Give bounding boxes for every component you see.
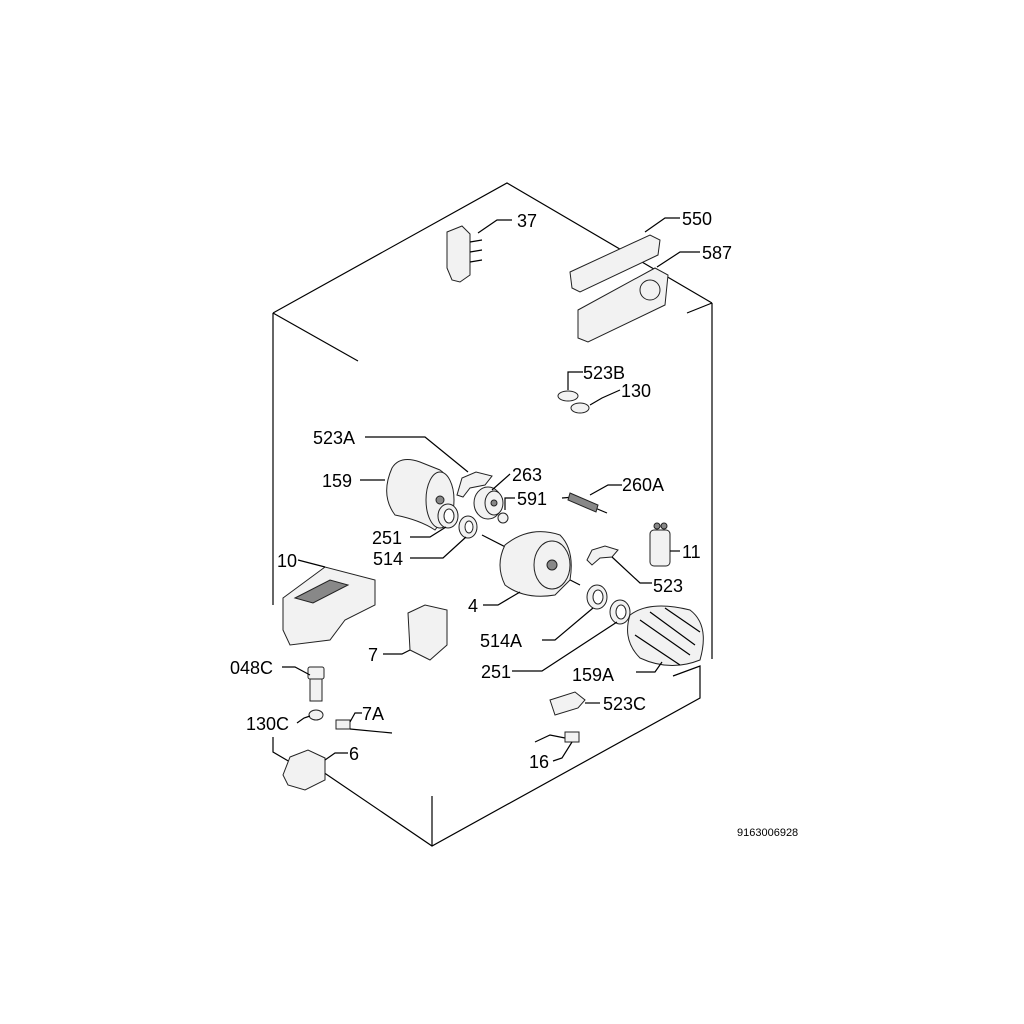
part-260A-spring[interactable] bbox=[561, 492, 608, 514]
part-11-capacitor[interactable] bbox=[649, 522, 671, 567]
cabinet-outline bbox=[272, 182, 713, 847]
part-523C-bracket[interactable] bbox=[549, 691, 586, 716]
label-37: 37 bbox=[517, 211, 537, 231]
part-514-ring[interactable] bbox=[458, 515, 478, 539]
part-7-door-lock[interactable] bbox=[407, 604, 448, 661]
part-4-motor[interactable] bbox=[481, 531, 581, 597]
label-10: 10 bbox=[277, 551, 297, 571]
part-16-sensor[interactable] bbox=[534, 731, 580, 743]
label-7A: 7A bbox=[362, 704, 384, 724]
part-6-suppressor[interactable] bbox=[282, 749, 326, 791]
label-514: 514 bbox=[373, 549, 403, 569]
label-130: 130 bbox=[621, 381, 651, 401]
part-591-washer[interactable] bbox=[497, 512, 509, 524]
label-11: 11 bbox=[682, 542, 701, 562]
label-523: 523 bbox=[653, 576, 683, 596]
label-523A: 523A bbox=[313, 428, 355, 448]
reference-number: 9163006928 bbox=[737, 827, 798, 839]
part-130-clip[interactable] bbox=[570, 402, 590, 414]
label-591: 591 bbox=[517, 489, 547, 509]
part-523-clip[interactable] bbox=[586, 545, 619, 566]
label-523C: 523C bbox=[603, 694, 646, 714]
part-251-ring-b[interactable] bbox=[609, 599, 631, 625]
label-4: 4 bbox=[468, 596, 478, 616]
part-587-control-module[interactable] bbox=[577, 267, 669, 343]
leader-lines bbox=[282, 217, 700, 762]
part-523A-clip[interactable] bbox=[456, 471, 493, 498]
part-7A-switch[interactable] bbox=[335, 719, 393, 734]
part-159A-fan-drum[interactable] bbox=[627, 605, 704, 666]
part-labels: 37 550 587 523B 130 523A 263 159 591 260… bbox=[230, 209, 798, 839]
label-514A: 514A bbox=[480, 631, 522, 651]
label-16: 16 bbox=[529, 752, 549, 772]
label-550: 550 bbox=[682, 209, 712, 229]
label-048C: 048C bbox=[230, 658, 273, 678]
part-10-dispenser[interactable] bbox=[282, 566, 376, 646]
label-523B: 523B bbox=[583, 363, 625, 383]
label-6: 6 bbox=[349, 744, 359, 764]
label-130C: 130C bbox=[246, 714, 289, 734]
label-260A: 260A bbox=[622, 475, 664, 495]
part-523B-clip[interactable] bbox=[557, 390, 579, 402]
label-251-b: 251 bbox=[481, 662, 511, 682]
part-048C-filter[interactable] bbox=[307, 666, 325, 702]
label-159A: 159A bbox=[572, 665, 614, 685]
part-263-pulley[interactable] bbox=[473, 486, 504, 520]
part-514A-ring[interactable] bbox=[586, 584, 608, 610]
part-130C-grommet[interactable] bbox=[308, 709, 324, 721]
label-7: 7 bbox=[368, 645, 378, 665]
label-587: 587 bbox=[702, 243, 732, 263]
label-251: 251 bbox=[372, 528, 402, 548]
label-159: 159 bbox=[322, 471, 352, 491]
part-550-cover[interactable] bbox=[569, 234, 661, 293]
part-37-bracket[interactable] bbox=[446, 225, 483, 283]
label-263: 263 bbox=[512, 465, 542, 485]
part-251-ring-a[interactable] bbox=[437, 503, 459, 529]
